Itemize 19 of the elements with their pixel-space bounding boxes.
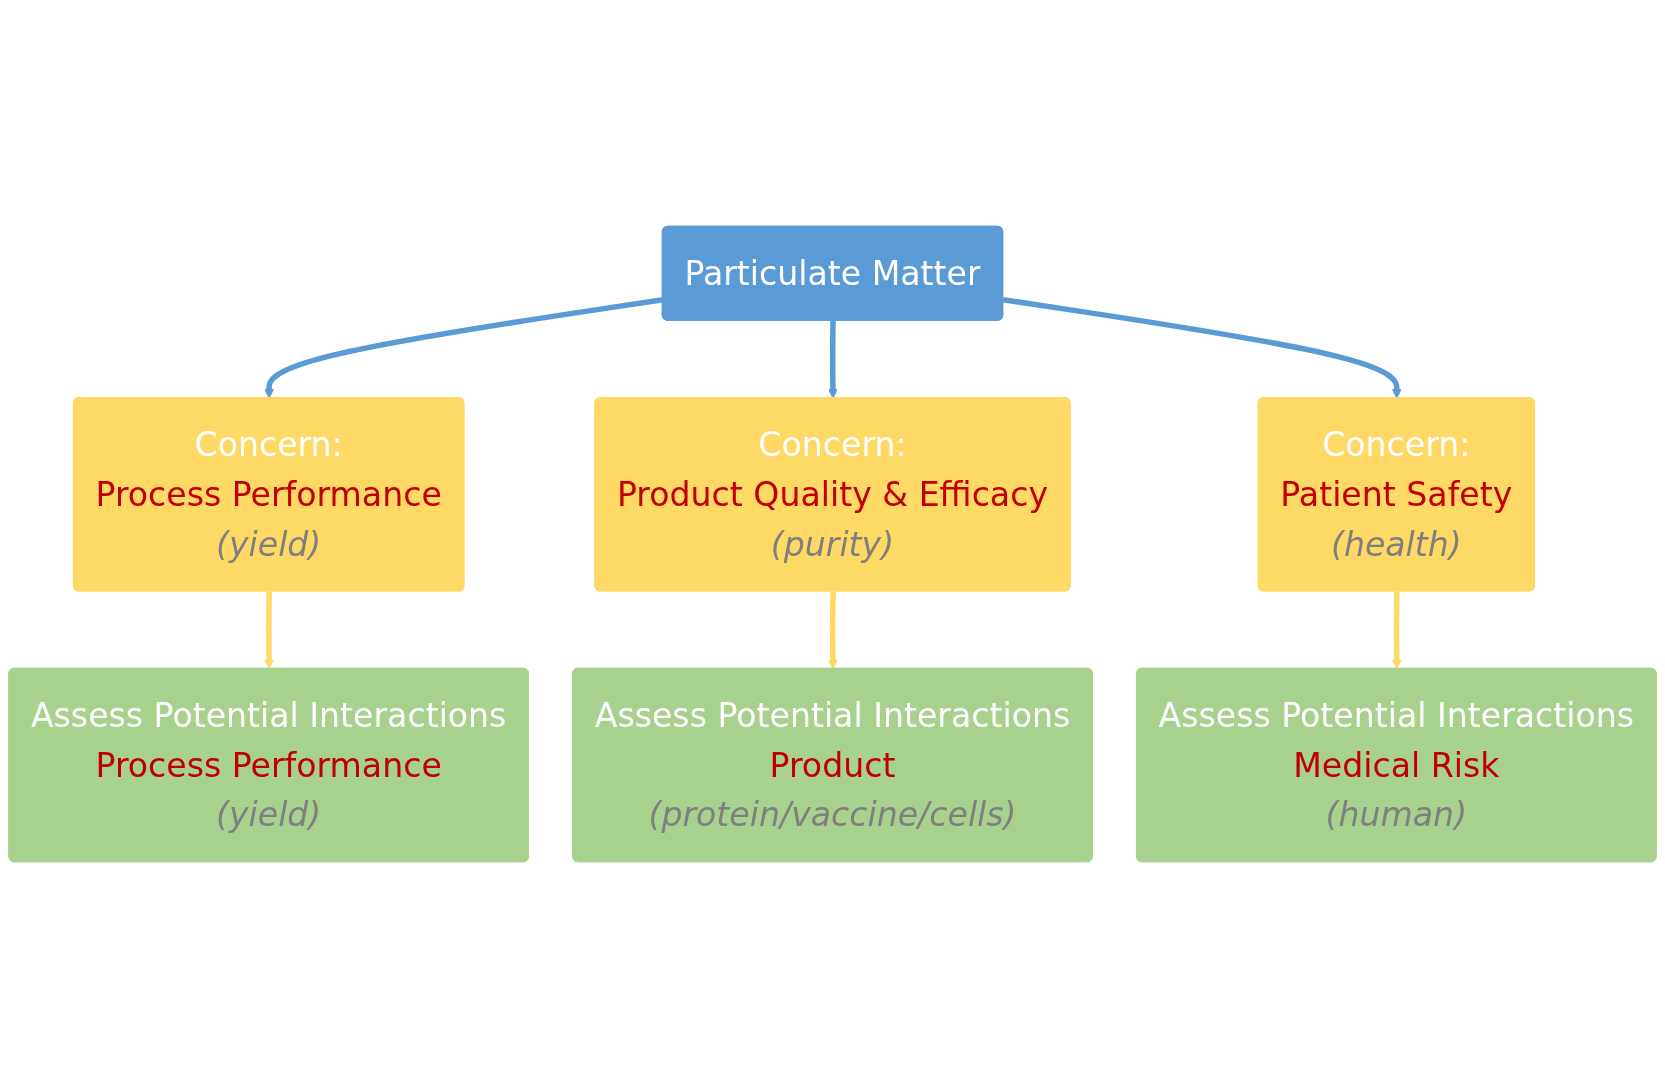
rounded-box	[594, 397, 1071, 592]
node-label: Concern: Process Performance (yield)	[95, 425, 442, 564]
arrow	[264, 591, 274, 670]
node-label: Assess Potential Interactions Process Performance (yield)	[30, 695, 507, 834]
arrow	[828, 320, 838, 399]
node-label: Concern: Product Quality & Efficacy (purity)	[616, 425, 1049, 564]
arrow	[828, 591, 838, 670]
node-label: Assess Potential Interactions Medical Risk (human)	[1158, 695, 1635, 834]
rounded-box	[1257, 397, 1535, 592]
rounded-box	[72, 397, 465, 592]
node-label: Concern: Patient Safety (health)	[1280, 425, 1513, 564]
arrow	[1391, 591, 1402, 670]
arrow	[1002, 297, 1402, 399]
node-label: Assess Potential Interactions Product (protein/vaccine/cells)	[594, 695, 1071, 834]
topic-box	[661, 225, 1004, 321]
node-label: Particulate Matter	[684, 254, 981, 293]
rounded-box	[1135, 667, 1657, 863]
rounded-box	[572, 667, 1093, 863]
rounded-box	[8, 667, 530, 863]
